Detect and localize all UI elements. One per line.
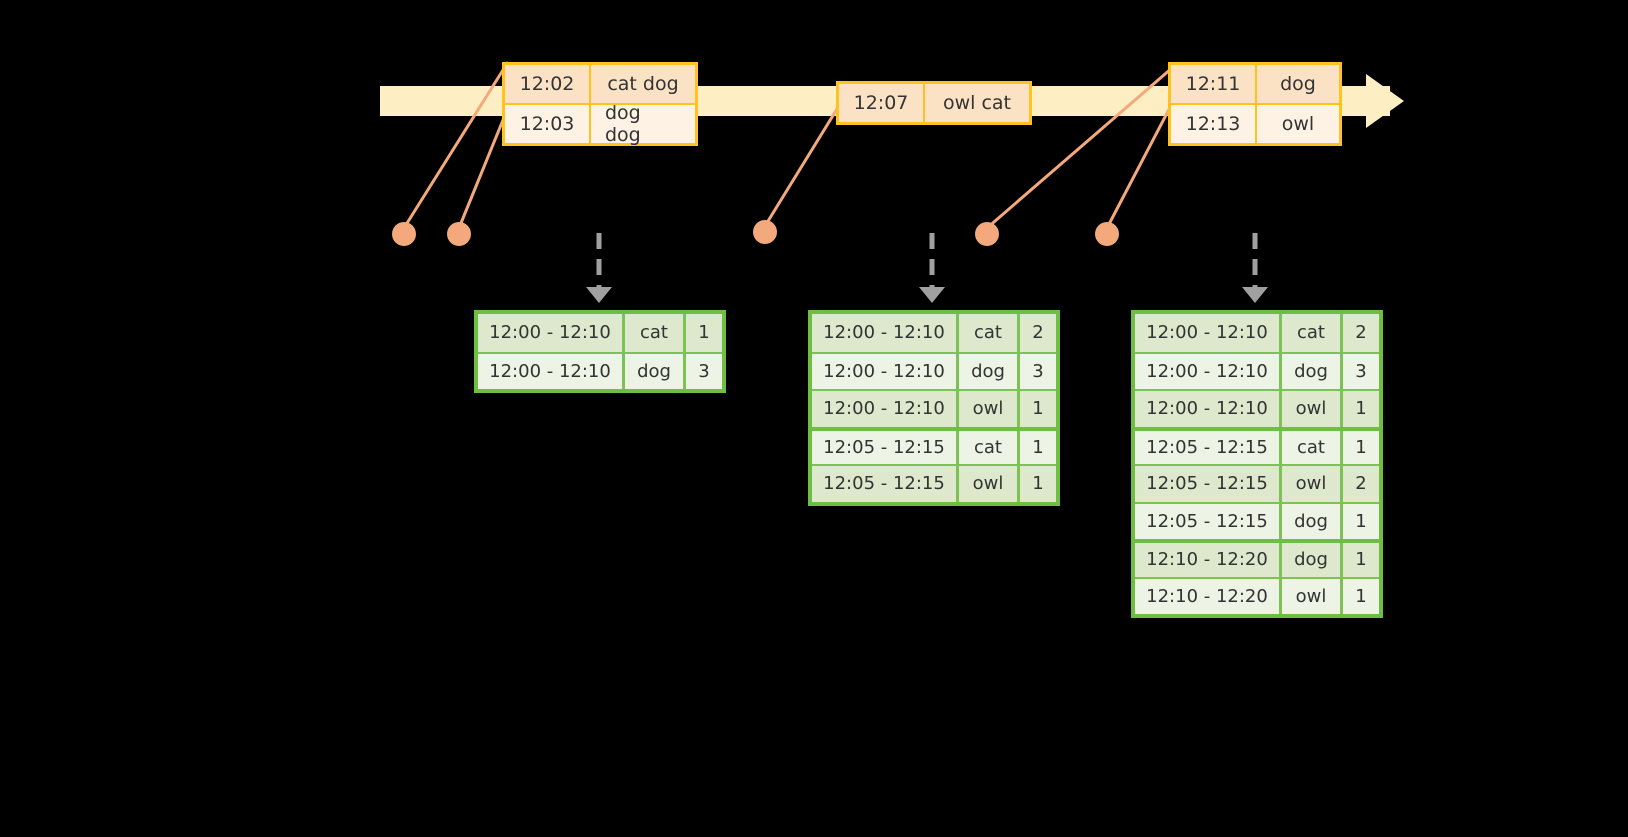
key-cell: cat [959, 430, 1020, 464]
count-cell: 1 [1343, 543, 1379, 577]
key-cell: dog [1282, 503, 1343, 539]
event-text: dog [1257, 65, 1339, 103]
event-box-3[interactable]: 12:11 dog 12:13 owl [1168, 62, 1342, 146]
event-row: 12:11 dog [1171, 65, 1339, 103]
key-cell: dog [625, 353, 686, 389]
key-cell: cat [1282, 314, 1343, 352]
key-cell: dog [959, 353, 1020, 389]
key-cell: cat [625, 314, 686, 352]
key-cell: dog [1282, 353, 1343, 389]
count-cell: 2 [1343, 314, 1379, 352]
event-dot-4 [975, 222, 999, 246]
count-cell: 3 [686, 353, 722, 389]
event-dot-3 [753, 220, 777, 244]
event-text: owl [1257, 105, 1339, 143]
key-cell: owl [1282, 578, 1343, 614]
event-row: 12:02 cat dog [505, 65, 695, 103]
key-cell: cat [1282, 430, 1343, 464]
key-cell: dog [1282, 543, 1343, 577]
event-text: owl cat [925, 84, 1029, 122]
key-cell: owl [1282, 466, 1343, 502]
event-text: cat dog [591, 65, 695, 103]
window-cell: 12:00 - 12:10 [1135, 391, 1282, 427]
event-row: 12:03 dog dog [505, 102, 695, 146]
window-cell: 12:00 - 12:10 [812, 353, 959, 389]
event-row: 12:07 owl cat [839, 84, 1029, 122]
window-cell: 12:10 - 12:20 [1135, 578, 1282, 614]
window-cell: 12:00 - 12:10 [812, 391, 959, 427]
count-cell: 2 [1343, 466, 1379, 502]
window-cell: 12:00 - 12:10 [1135, 353, 1282, 389]
count-cell: 1 [1020, 430, 1056, 464]
key-cell: owl [1282, 391, 1343, 427]
event-time: 12:03 [505, 105, 591, 143]
event-dot-5 [1095, 222, 1119, 246]
key-cell: cat [959, 314, 1020, 352]
event-box-1[interactable]: 12:02 cat dog 12:03 dog dog [502, 62, 698, 146]
count-cell: 1 [1343, 503, 1379, 539]
dashed-arrow-3-head [1242, 287, 1268, 303]
event-time: 12:13 [1171, 105, 1257, 143]
key-cell: owl [959, 391, 1020, 427]
event-time: 12:02 [505, 65, 591, 103]
event-time: 12:11 [1171, 65, 1257, 103]
count-cell: 3 [1343, 353, 1379, 389]
window-cell: 12:05 - 12:15 [1135, 466, 1282, 502]
window-cell: 12:05 - 12:15 [1135, 503, 1282, 539]
count-cell: 1 [1020, 391, 1056, 427]
window-cell: 12:05 - 12:15 [1135, 430, 1282, 464]
key-cell: owl [959, 466, 1020, 502]
timeline-arrow-head [1366, 74, 1404, 128]
event-dot-2 [447, 222, 471, 246]
count-cell: 2 [1020, 314, 1056, 352]
event-time: 12:07 [839, 84, 925, 122]
dashed-arrow-1-head [586, 287, 612, 303]
window-cell: 12:00 - 12:10 [478, 353, 625, 389]
event-text: dog dog [591, 102, 695, 146]
count-cell: 1 [1343, 430, 1379, 464]
window-cell: 12:00 - 12:10 [478, 314, 625, 352]
count-cell: 1 [1343, 578, 1379, 614]
count-cell: 1 [1343, 391, 1379, 427]
window-cell: 12:05 - 12:15 [812, 466, 959, 502]
window-cell: 12:00 - 12:10 [812, 314, 959, 352]
count-cell: 3 [1020, 353, 1056, 389]
window-cell: 12:05 - 12:15 [812, 430, 959, 464]
event-row: 12:13 owl [1171, 103, 1339, 143]
event-box-2[interactable]: 12:07 owl cat [836, 81, 1032, 125]
event-dot-1 [392, 222, 416, 246]
count-cell: 1 [1020, 466, 1056, 502]
dashed-arrow-2-head [919, 287, 945, 303]
window-cell: 12:10 - 12:20 [1135, 543, 1282, 577]
count-cell: 1 [686, 314, 722, 352]
window-cell: 12:00 - 12:10 [1135, 314, 1282, 352]
